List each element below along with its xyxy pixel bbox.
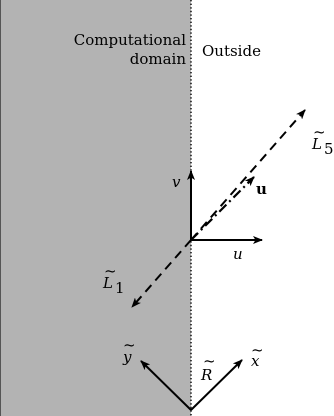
computational-domain-label-line1: Computational [74,31,186,49]
frame-y-axis-arrow [140,360,192,411]
frame-x-tilde: ~ [251,341,264,359]
wave-l1-tilde: ~ [104,262,117,280]
frame-symbol: R [200,366,212,384]
frame-x-axis-arrow [190,359,243,411]
frame-y-symbol: y [122,348,132,366]
velocity-label: u [256,180,267,198]
wave-l1-label: L ~ 1 [102,262,125,297]
computational-domain-label-line2: domain [130,50,187,68]
velocity-x-label: u [233,245,243,263]
frame-label: R ~ [200,352,216,384]
frame-x-symbol: x [251,352,260,370]
frame-y-tilde: ~ [123,336,136,354]
velocity-y-label: v [172,173,181,191]
wave-l5-subscript: 5 [324,140,334,158]
wave-l5-arrow [190,109,306,241]
wave-l5-symbol: L [311,135,322,153]
frame-y-label: y ~ [122,336,136,366]
outside-label: Outside [202,42,261,60]
wave-l5-tilde: ~ [313,123,326,141]
wave-l1-symbol: L [102,274,113,292]
frame-tilde: ~ [203,352,216,370]
frame-x-label: x ~ [251,341,264,370]
computational-domain-region [0,0,191,416]
wave-l1-subscript: 1 [115,279,125,297]
velocity-vector [190,176,255,241]
wave-l5-label: L ~ 5 [311,123,334,158]
